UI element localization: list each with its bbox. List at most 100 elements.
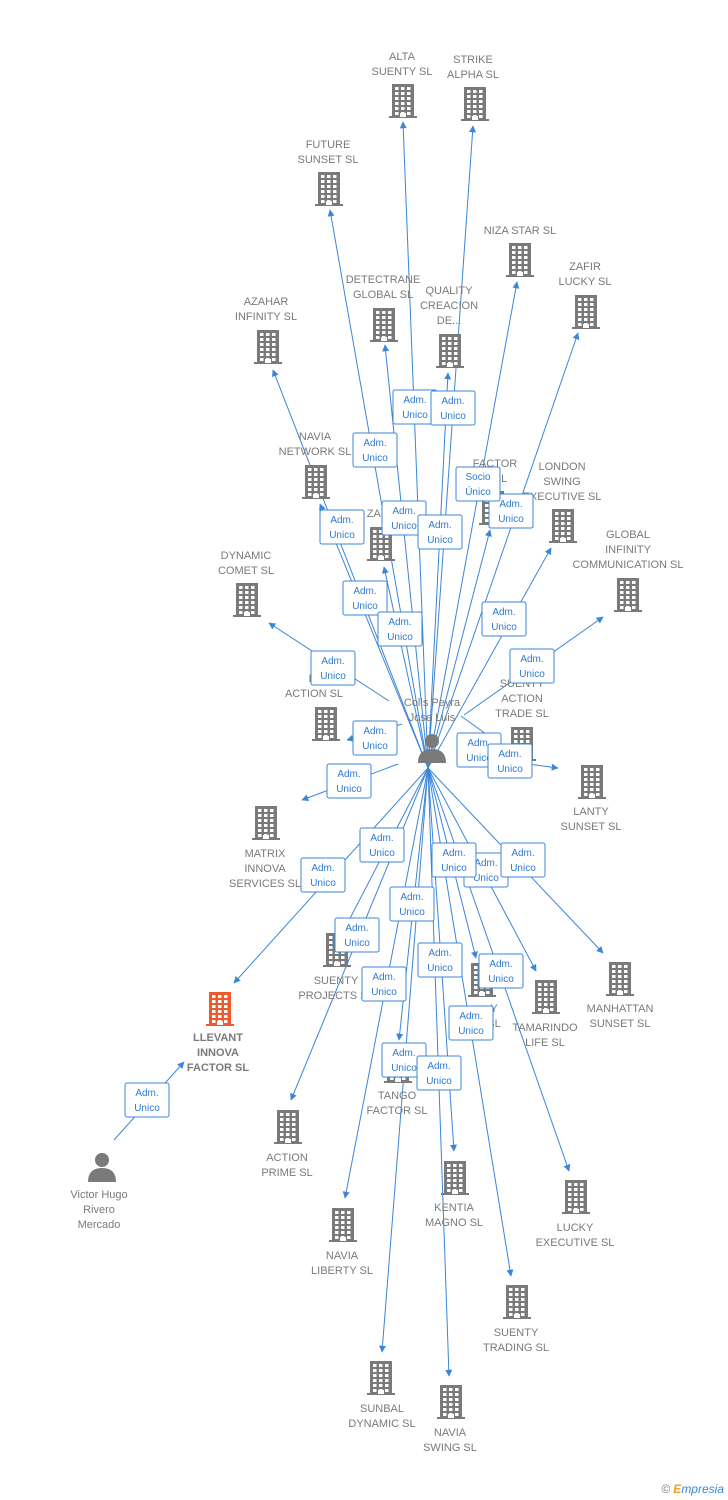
role-badge-navia_network[interactable]: Adm.Unico (342, 580, 388, 616)
role-badge-lucky_exec[interactable]: Adm.Unico (431, 842, 477, 878)
building-icon[interactable] (436, 334, 464, 368)
building-icon[interactable] (312, 707, 340, 741)
building-icon[interactable] (367, 1361, 395, 1395)
role-badge-strike_alpha[interactable]: Adm.Unico (430, 390, 476, 426)
role-badge-suenty_trading[interactable]: Adm.Unico (448, 1005, 494, 1041)
building-icon[interactable] (370, 308, 398, 342)
building-icon[interactable] (389, 84, 417, 118)
building-icon[interactable] (206, 992, 234, 1026)
building-icon[interactable] (578, 765, 606, 799)
building-icon[interactable] (274, 1110, 302, 1144)
role-badge-llevant[interactable]: Adm.Unico (300, 857, 346, 893)
role-badge-quality[interactable]: Adm.Unico (417, 514, 463, 550)
role-badge-london_swing[interactable]: Adm.Unico (481, 601, 527, 637)
building-icon[interactable] (302, 465, 330, 499)
person-icon[interactable] (88, 1153, 116, 1182)
role-badge-azahar[interactable]: Adm.Unico (319, 509, 365, 545)
role-badge-tamarindo[interactable]: Adm.Unico (478, 953, 524, 989)
building-icon[interactable] (549, 509, 577, 543)
role-badge-lanty[interactable]: Adm.Unico (487, 743, 533, 779)
building-icon[interactable] (572, 295, 600, 329)
role-badge-navia_liberty[interactable]: Adm.Unico (389, 886, 435, 922)
building-icon[interactable] (252, 806, 280, 840)
role-badge-matrix[interactable]: Adm.Unico (326, 763, 372, 799)
role-badge-action_prime[interactable]: Adm.Unico (361, 966, 407, 1002)
building-icon[interactable] (606, 962, 634, 996)
building-icon[interactable] (329, 1208, 357, 1242)
building-icon[interactable] (437, 1385, 465, 1419)
node-label-niza_star[interactable]: NIZA STAR SL (484, 225, 557, 237)
role-badge-future_sunset[interactable]: Adm.Unico (352, 432, 398, 468)
role-badge-global_infinity[interactable]: Adm.Unico (509, 648, 555, 684)
role-badge-zafir_lucky[interactable]: Adm.Unico (488, 493, 534, 529)
building-icon[interactable] (503, 1285, 531, 1319)
role-badge-niza_za[interactable]: Adm.Unico (377, 611, 423, 647)
empresia-brand[interactable]: ©Empresia (661, 1482, 724, 1496)
role-badge-in_action[interactable]: Adm.Unico (352, 720, 398, 756)
building-icon[interactable] (254, 330, 282, 364)
building-icon[interactable] (233, 583, 261, 617)
building-icon[interactable] (461, 87, 489, 121)
building-icon[interactable] (506, 243, 534, 277)
role-badge-sunbal[interactable]: Adm.Unico (359, 827, 405, 863)
building-icon[interactable] (614, 578, 642, 612)
building-icon[interactable] (315, 172, 343, 206)
role-badge-kentia[interactable]: Adm.Unico (417, 942, 463, 978)
building-icon[interactable] (562, 1180, 590, 1214)
role-badge-manhattan[interactable]: Adm.Unico (500, 842, 546, 878)
role-badge-suenty_projects[interactable]: Adm.Unico (334, 917, 380, 953)
building-icon[interactable] (441, 1161, 469, 1195)
company-node-niza_star[interactable]: NIZA STAR SL (484, 225, 557, 277)
role-badge-navia_swing[interactable]: Adm.Unico (416, 1055, 462, 1091)
person-icon[interactable] (418, 734, 446, 763)
role-badge-alta_suenty[interactable]: Adm.Unico (392, 389, 438, 425)
role-badge-victor_llevant[interactable]: Adm.Unico (124, 1082, 170, 1118)
